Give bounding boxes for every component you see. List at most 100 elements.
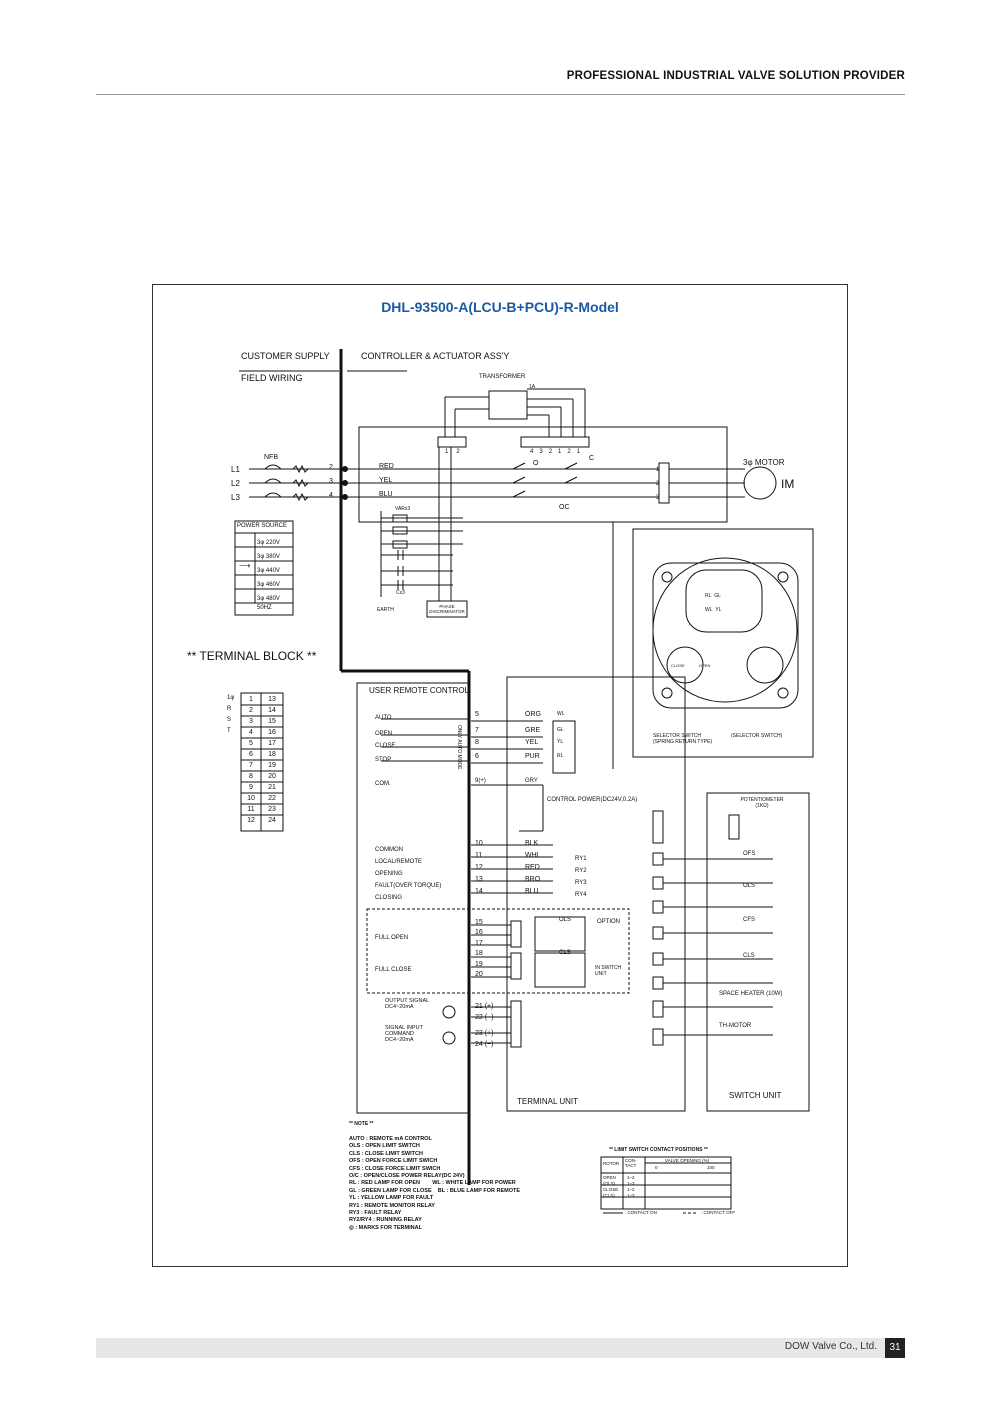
transformer-label: TRANSFORMER (479, 374, 526, 380)
limit-table-zero: 0 (655, 1165, 658, 1170)
terminal-left: 9 (249, 784, 253, 791)
customer-supply-label: CUSTOMER SUPPLY (241, 351, 330, 361)
limit-table-opening: VALVE OPENING (%) (665, 1158, 710, 1163)
terminal-unit-label: TERMINAL UNIT (517, 1097, 579, 1106)
analog-terminals: 21 (+)22 (−) 23 (+)24 (−) (475, 1003, 494, 1048)
notes-title: ** NOTE ** (349, 1121, 374, 1127)
power-source-freq: 50HZ (257, 605, 272, 611)
output-terminal: 14 (475, 888, 483, 895)
ols-label: OLS (559, 917, 572, 923)
contactor-open-label: O (533, 460, 539, 467)
output-relay: RY2 (575, 868, 587, 874)
terminal-block-row: 9 21 (241, 782, 283, 793)
selector-switch-right-label: (SELECTOR SWITCH) (731, 733, 783, 739)
selector-open-label: OPEN (699, 663, 711, 668)
terminal-left: 4 (249, 729, 253, 736)
fuse-label: 1A (529, 384, 536, 390)
terminal-right: 17 (268, 740, 276, 747)
note-line: RY1 : REMOTE MONITOR RELAY (349, 1202, 435, 1209)
note-line: CFS : CLOSE FORCE LIMIT SWICH (349, 1165, 441, 1172)
remote-lamp: RL (557, 753, 564, 759)
remote-terminal: 7 (475, 727, 479, 734)
remote-wire: PUR (525, 753, 540, 760)
com-terminal: 9(+) (475, 778, 486, 784)
remote-button-label: STOP (375, 757, 392, 763)
output-wire: BLK (525, 840, 539, 847)
th-motor-label: TH-MOTOR (719, 1023, 752, 1029)
limit-table-title: ** LIMIT SWITCH CONTACT POSITIONS ** (609, 1147, 708, 1153)
page-number: 31 (885, 1338, 905, 1358)
output-label: OPENING (375, 871, 403, 877)
limit-table-hundred: 100 (707, 1165, 715, 1170)
remote-lamp: WL (557, 711, 565, 717)
output-signal-label: OUTPUT SIGNAL DC4~20mA (385, 998, 430, 1010)
note-line: AUTO : REMOTE mA CONTROL (349, 1136, 432, 1142)
output-terminal: 12 (475, 864, 483, 871)
switch-unit-label: SWITCH UNIT (729, 1091, 782, 1100)
com-label: COM. (375, 781, 391, 787)
note-line: OLS : OPEN LIMIT SWITCH (349, 1143, 420, 1150)
limit-row-contact: 1–2 (627, 1175, 635, 1180)
output-terminal: 11 (475, 852, 483, 859)
terminal-left: 6 (249, 751, 253, 758)
remote-terminal: 6 (475, 753, 479, 760)
legend-contact-off: : CONTACT OFF (701, 1210, 736, 1215)
terminal-right: 21 (268, 784, 276, 791)
wiring-diagram-frame: DHL-93500-A(LCU-B+PCU)-R-Model (152, 284, 848, 1267)
power-source-rows: 3φ 220V 3φ 380V 3φ 440V 3φ 460V 3φ 480V (257, 540, 280, 602)
remote-wire: YEL (525, 739, 539, 746)
remote-wire: GRE (525, 727, 541, 734)
varistor-label: VARx3 (395, 506, 411, 512)
remote-terminal: 8 (475, 739, 479, 746)
output-label: CLOSING (375, 895, 403, 901)
output-label: FAULT(OVER TORQUE) (375, 883, 442, 889)
limit-table-rotor: ROTOR (603, 1161, 620, 1166)
note-line: O/C : OPEN/CLOSE POWER RELAY(DC 24V) (349, 1173, 465, 1180)
output-terminal: 13 (475, 876, 483, 883)
signal-input-label: SIGNAL INPUT COMMAND DC4~20mA (385, 1025, 423, 1043)
note-line: RY3 : FAULT RELAY (349, 1210, 402, 1217)
terminal-left: 1 (249, 696, 253, 703)
note-line: CLS : CLOSE LIMIT SWITCH (349, 1150, 423, 1157)
switch-unit-item: CLS (743, 953, 755, 959)
limit-row-rotor: CLOSE (603, 1187, 619, 1192)
phase-discriminator-label: PHASE DISCRIMINATOR (429, 604, 465, 614)
control-power-label: CONTROL POWER(DC24V,0.2A) (547, 797, 638, 803)
header-title: PROFESSIONAL INDUSTRIAL VALVE SOLUTION P… (566, 70, 905, 82)
selector-switch-left-label: SELECTOR SWITCH (SPRING RETURN TYPE) (653, 733, 713, 745)
phase-terminal-numbers: 12 (445, 449, 468, 455)
capacitor-label: Cx3 (396, 590, 405, 596)
note-line: RY2/RY4 : RUNNING RELAY (349, 1217, 422, 1224)
switch-unit-item: CFS (743, 917, 755, 923)
in-switch-unit-label: IN SWITCH UNIT (595, 965, 622, 977)
terminal-right: 19 (268, 762, 276, 769)
terminal-right: 14 (268, 707, 276, 714)
limit-row-contact: 1–3 (627, 1181, 635, 1186)
remote-lamp: YL (557, 739, 564, 745)
terminal-left: 3 (249, 718, 253, 725)
potentiometer-label: POTENTIOMETER (1KΩ) (740, 797, 784, 809)
output-relay: RY3 (575, 880, 587, 886)
terminal-left: 11 (247, 806, 255, 813)
note-line: ◎ : MARKS FOR TERMINAL (349, 1224, 422, 1231)
output-label: COMMON (375, 847, 403, 853)
terminal-right: 16 (268, 729, 276, 736)
terminal-left: 8 (249, 773, 253, 780)
wiring-diagram (234, 349, 814, 1214)
selector-close-label: CLOSE (671, 663, 685, 668)
